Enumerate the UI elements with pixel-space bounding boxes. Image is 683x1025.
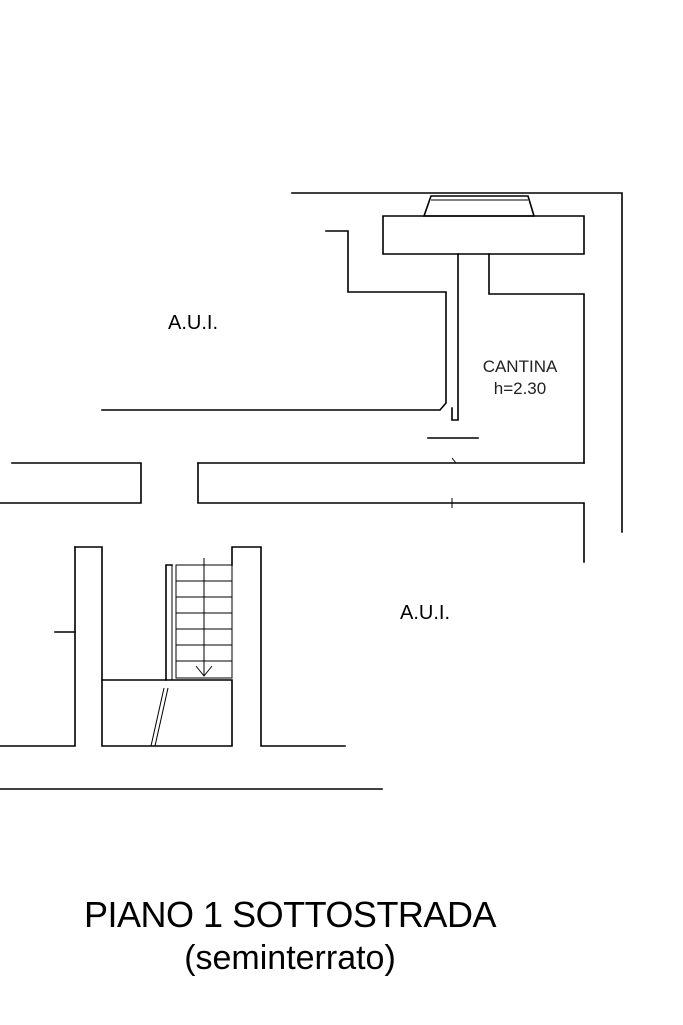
stair-flight xyxy=(171,558,233,680)
cellar-label: CANTINA h=2.30 xyxy=(470,356,570,400)
t-beam-structure xyxy=(382,215,585,464)
drawing-title-block: PIANO 1 SOTTOSTRADA (seminterrato) xyxy=(0,893,580,979)
cellar-height: h=2.30 xyxy=(493,379,547,398)
cellar-name: CANTINA xyxy=(482,357,558,376)
room-label-aui-upper: A.U.I. xyxy=(168,312,219,334)
room-label-aui-lower: A.U.I. xyxy=(400,602,451,624)
outer-perimeter-wall xyxy=(291,192,623,533)
cellar-left-wall xyxy=(101,230,459,421)
landing-door xyxy=(150,687,169,747)
light-well-window xyxy=(422,195,536,217)
staircase-enclosure xyxy=(0,546,346,747)
corridor-walls xyxy=(0,457,585,563)
drawing-title: PIANO 1 SOTTOSTRADA xyxy=(84,894,496,935)
drawing-subtitle: (seminterrato) xyxy=(184,939,396,977)
